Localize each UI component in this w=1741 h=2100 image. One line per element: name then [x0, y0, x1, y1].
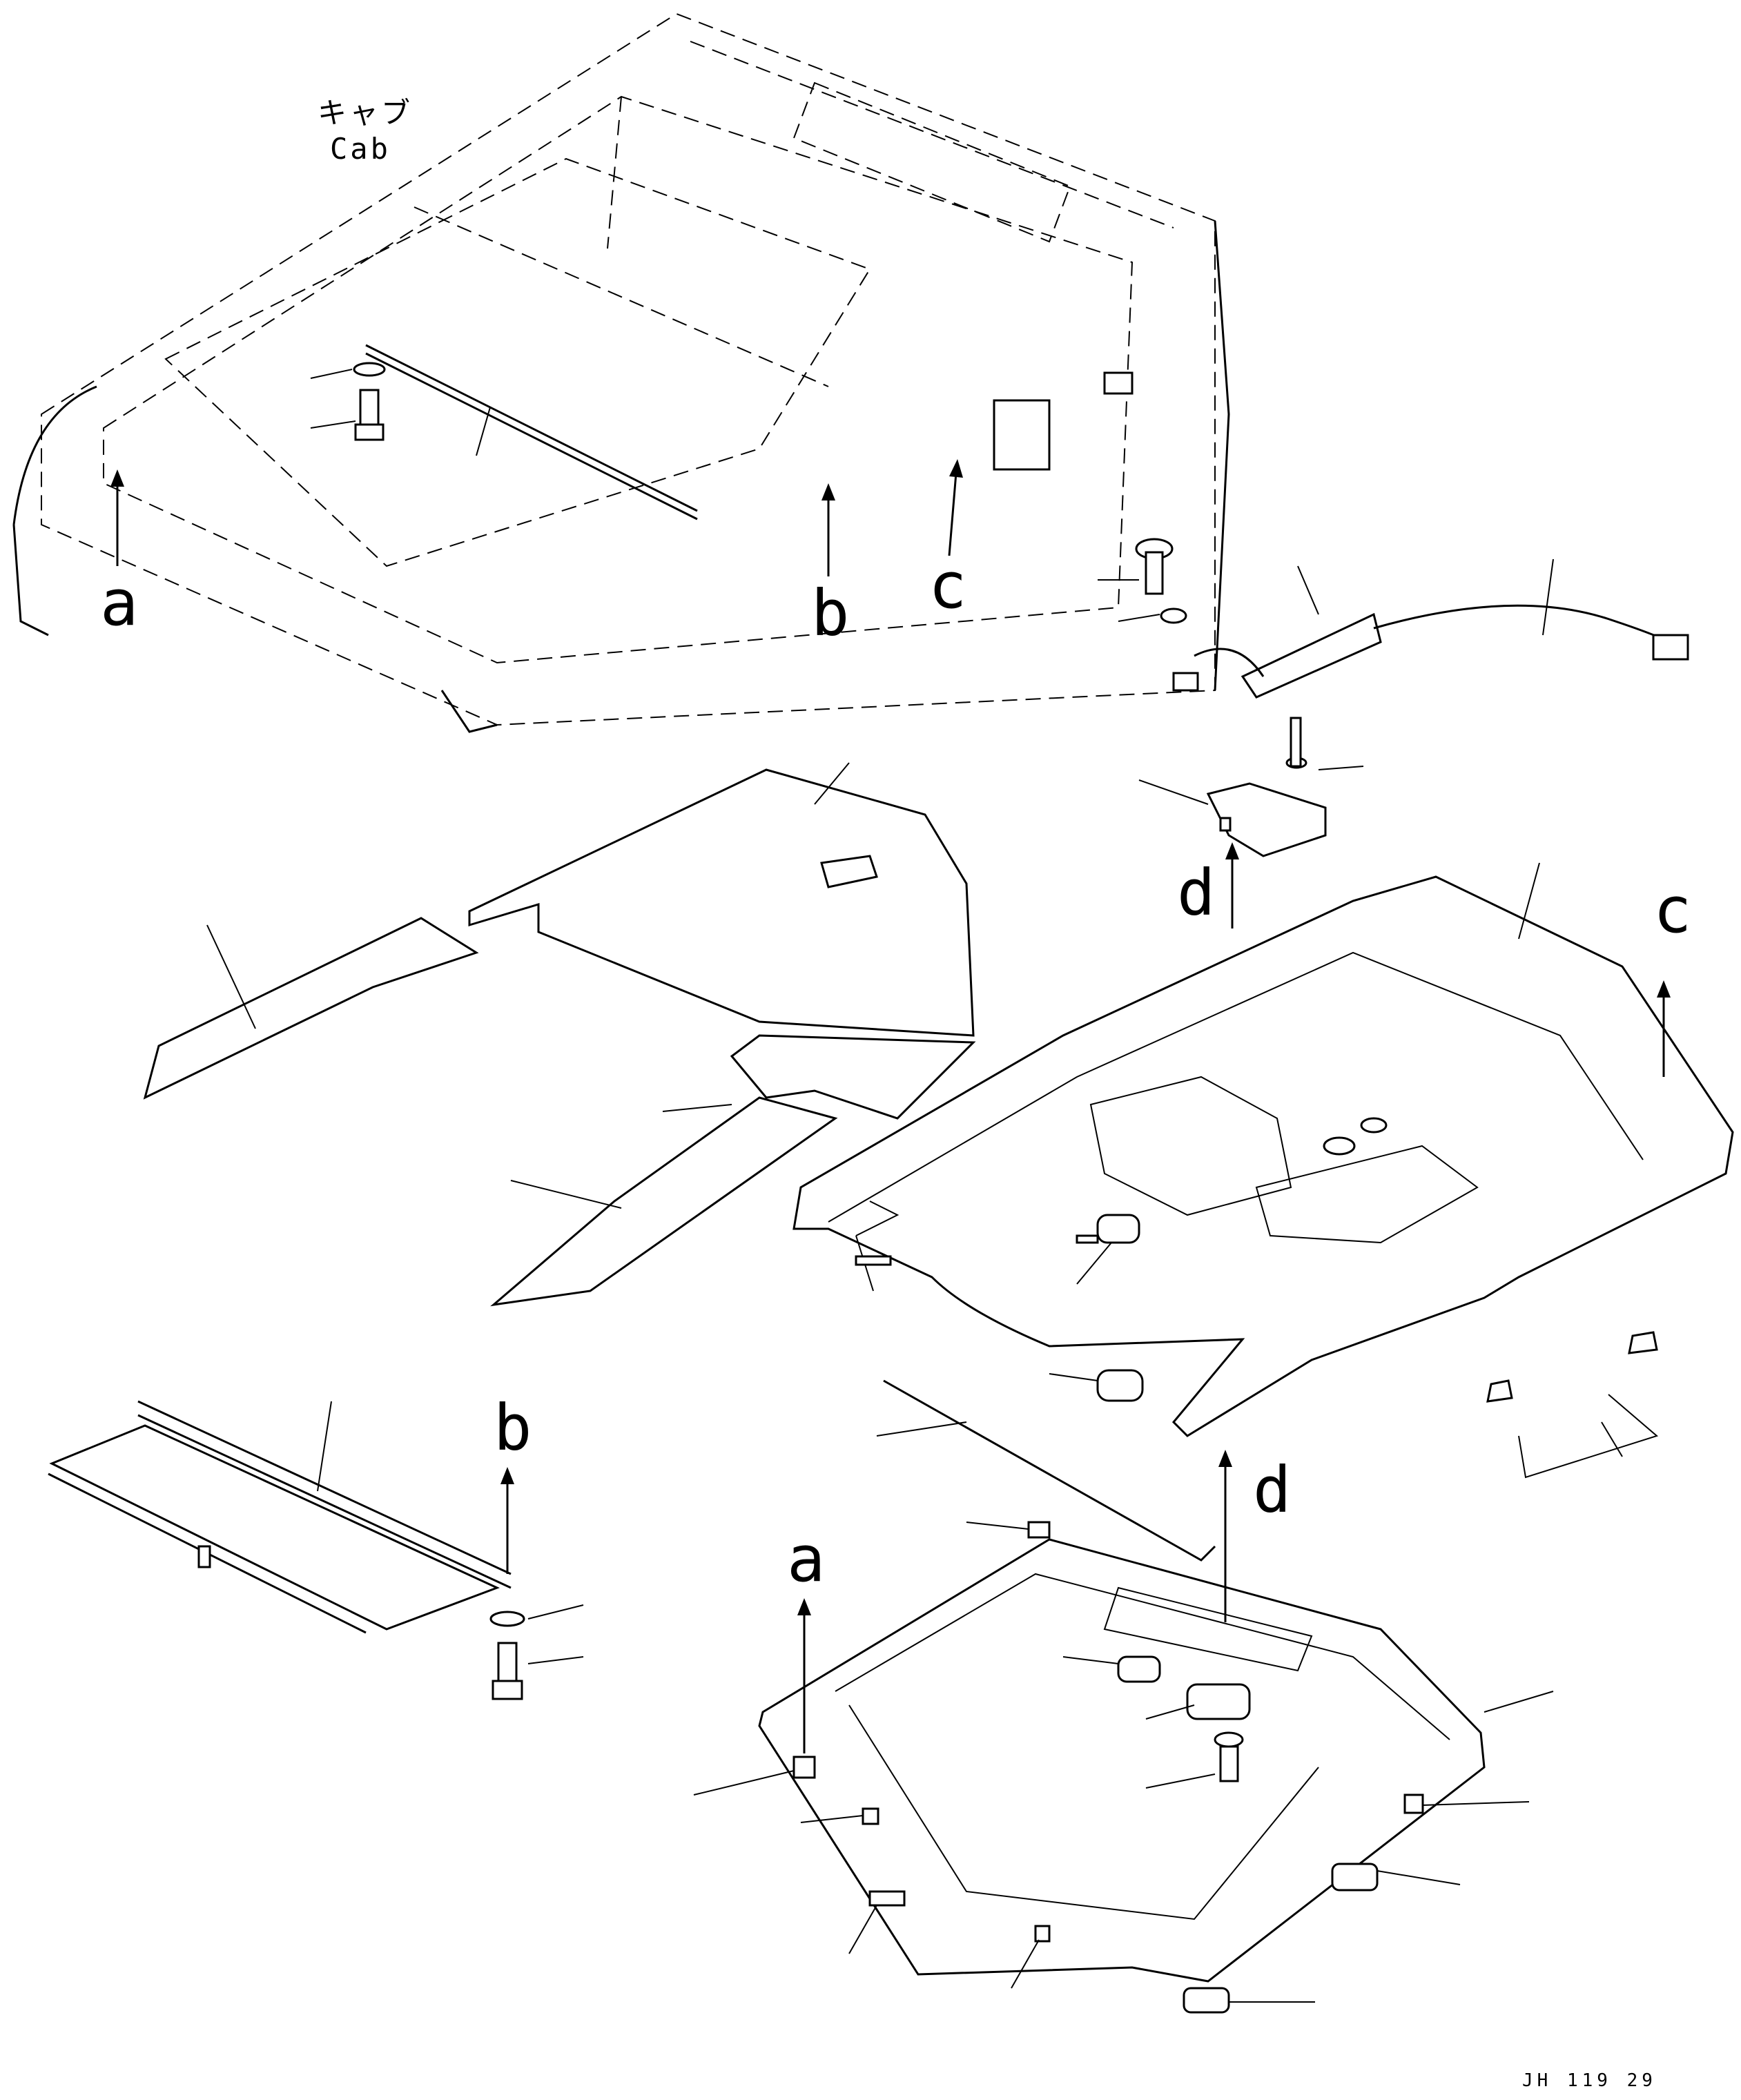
- light-bolt: [1098, 538, 1187, 624]
- arrow-d-upper: [1225, 842, 1239, 929]
- insulation-sheet-main: [468, 762, 975, 1037]
- insulation-patch: [662, 1034, 976, 1120]
- insulation-strip-bottom: [490, 1096, 838, 1307]
- arrow-b-cab: [821, 483, 835, 576]
- letter-c-cab: c: [928, 549, 966, 623]
- headliner-fasteners: [693, 1731, 1530, 2014]
- letter-b-shade: b: [494, 1391, 532, 1465]
- arrow-c-cab: [948, 459, 963, 556]
- mounting-bracket: [1138, 717, 1364, 857]
- letter-b-cab: b: [811, 576, 849, 650]
- arrow-b-shade: [500, 1467, 514, 1574]
- sun-shade: [48, 1400, 512, 1634]
- cab-mount-rod: [310, 344, 698, 521]
- letter-d-upper: d: [1177, 856, 1215, 930]
- drawing-code: JH 119 29: [1522, 2070, 1657, 2091]
- cab-structure: [12, 12, 1230, 733]
- shade-washer-bolt: [489, 1604, 584, 1700]
- insulation-strip-left: [143, 917, 479, 1100]
- cab-label-jp: キャブ: [318, 96, 413, 130]
- letter-d-lower: d: [1253, 1453, 1291, 1527]
- arrow-d-lower: [1218, 1450, 1232, 1622]
- cab-label-en: Cab: [330, 132, 391, 166]
- letter-c-frame: c: [1653, 873, 1691, 947]
- arrow-a-headliner: [797, 1598, 811, 1753]
- letter-a-headliner: a: [787, 1522, 825, 1596]
- headliner-panel: [758, 1521, 1554, 1983]
- wire-harness: [1172, 558, 1689, 699]
- arrow-a-cab: [110, 469, 124, 566]
- grommets: [876, 1214, 1659, 1562]
- letter-a-cab: a: [100, 566, 138, 640]
- arrow-c-frame: [1657, 980, 1671, 1077]
- roof-liner-frame: [792, 862, 1734, 1437]
